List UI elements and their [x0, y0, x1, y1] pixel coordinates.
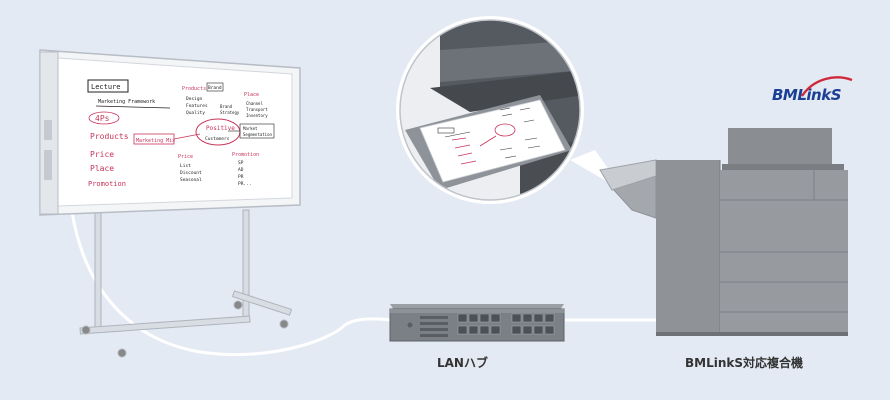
wb-customers: Customers	[205, 136, 230, 142]
wb-list-2: Price	[90, 150, 114, 159]
wb-list-0: 4Ps	[95, 114, 110, 123]
lan-hub-label: LANハブ	[437, 356, 488, 370]
wb-promo-0: SP	[238, 160, 244, 166]
bmlinks-logo: BMLinkS	[772, 86, 842, 104]
wb-price-1: Discount	[180, 170, 202, 176]
whiteboard-stand	[79, 209, 293, 358]
wb-brand-0: Brand	[220, 104, 233, 109]
mfp-label: BMLinkS対応複合機	[685, 356, 804, 370]
whiteboard-writing: Lecture Marketing Framework 4Ps Products…	[87, 79, 275, 188]
wb-subtitle: Marketing Framework	[98, 99, 155, 105]
wb-brand-box: Brand	[208, 85, 222, 91]
wb-price-2: Seasonal	[180, 177, 202, 183]
wb-place-head: Place	[244, 92, 259, 98]
printed-sheet	[419, 99, 566, 183]
wb-products-1: Features	[186, 103, 208, 109]
wb-promo-2: PR	[238, 174, 244, 180]
multifunction-printer	[599, 128, 848, 336]
wb-place-2: Inventory	[246, 113, 268, 118]
printout-callout	[396, 16, 584, 204]
wb-list-3: Place	[90, 164, 114, 173]
electronic-whiteboard	[39, 49, 301, 216]
wb-market-1: Segmentation	[243, 132, 272, 137]
wb-title: Lecture	[91, 83, 121, 91]
wb-list-4: Promotion	[88, 180, 126, 188]
wb-center: Positive	[206, 125, 235, 132]
wb-place-1: Transport	[246, 107, 268, 112]
wb-place-0: Channel	[246, 101, 263, 106]
wb-list-1: Products	[90, 132, 129, 141]
lan-hub	[389, 304, 565, 342]
wb-products-0: Design	[186, 96, 203, 102]
wb-brand-1: Strategy	[220, 110, 240, 115]
wb-promo-3: PR...	[238, 181, 252, 187]
wb-price-head: Price	[178, 154, 193, 160]
bmlinks-logo-swoosh-icon	[801, 76, 853, 97]
wb-price-0: List	[180, 163, 191, 169]
wb-promo-head: Promotion	[232, 152, 259, 158]
wb-promo-1: AD	[238, 167, 244, 173]
cable-whiteboard-to-hub	[70, 211, 391, 356]
wb-mix-box: Marketing Mix	[136, 138, 175, 144]
wb-products-2: Quality	[186, 110, 205, 116]
wb-market-0: Market	[243, 126, 258, 131]
wb-products-head: Products	[182, 86, 206, 92]
